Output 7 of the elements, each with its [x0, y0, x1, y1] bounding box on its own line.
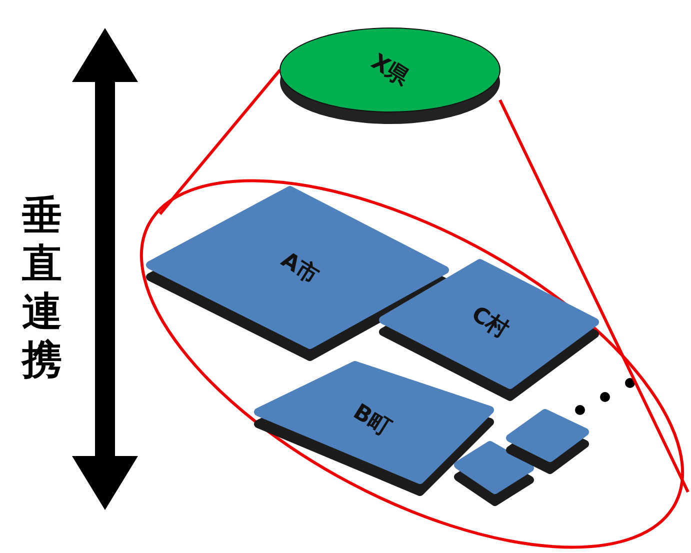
node-label: B町	[348, 398, 396, 443]
node-label: X県	[366, 48, 414, 94]
axis-label: 垂直連携	[20, 192, 63, 384]
connector-line	[498, 99, 690, 493]
connector-line	[158, 69, 282, 215]
node-label: A市	[276, 246, 324, 292]
node-label: C村	[466, 300, 514, 345]
